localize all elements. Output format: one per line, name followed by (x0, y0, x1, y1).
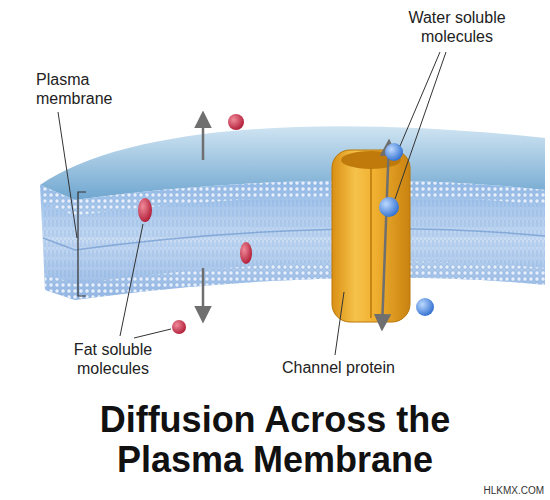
part-label: Channel protein (282, 358, 422, 377)
part-label: Water soluble molecules (392, 8, 522, 46)
part-label: Fat soluble molecules (58, 340, 168, 378)
part-label: Plasma membrane (36, 70, 126, 108)
watermark: HLKMX.COM (483, 485, 544, 497)
diagram-title: Diffusion Across the Plasma Membrane (55, 400, 495, 480)
